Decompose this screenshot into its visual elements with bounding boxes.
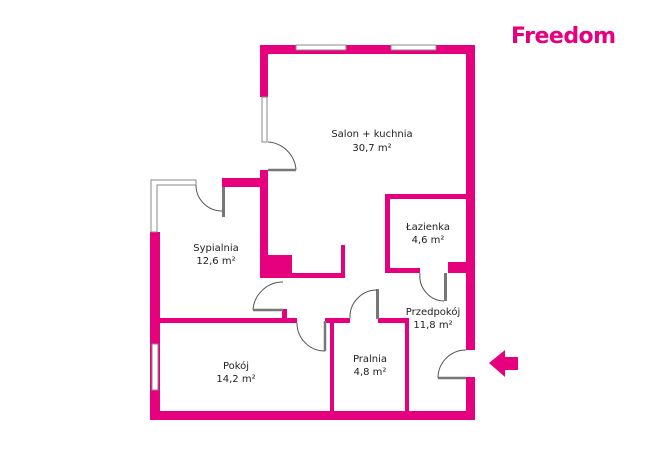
arrow-left-icon <box>489 350 518 377</box>
doors <box>195 141 467 380</box>
room-area: 12,6 m² <box>196 256 235 267</box>
room-name: Przedpokój <box>406 306 461 318</box>
room-area: 4,8 m² <box>354 367 387 378</box>
room-area: 14,2 m² <box>216 374 255 385</box>
room-area: 30,7 m² <box>352 143 391 154</box>
room-area: 4,6 m² <box>412 235 445 246</box>
room-area: 11,8 m² <box>413 320 452 331</box>
room-name: Sypialnia <box>193 243 239 254</box>
room-name: Salon + kuchnia <box>331 129 412 140</box>
room-name: Pokój <box>223 360 249 372</box>
room-name: Pralnia <box>353 354 387 365</box>
walls <box>150 44 475 420</box>
room-labels: Salon + kuchnia 30,7 m² Łazienka 4,6 m² … <box>193 129 460 385</box>
room-name: Łazienka <box>405 222 450 233</box>
freedom-logo: Freedom <box>511 24 616 49</box>
